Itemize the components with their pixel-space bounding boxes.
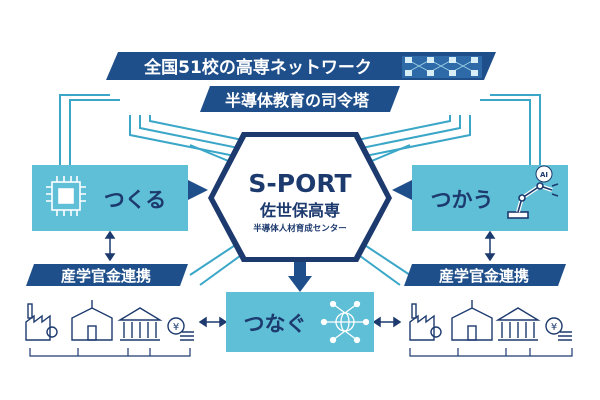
top-banner: 全国51校の高専ネットワーク 半導体教育の司令塔: [106, 52, 496, 112]
banner-line1-text: 全国51校の高専ネットワーク: [143, 57, 372, 78]
use-label: つかう: [431, 188, 494, 212]
ai-badge-icon: AI: [535, 165, 553, 183]
factory-icon: [409, 303, 442, 341]
make-label: つくる: [104, 188, 167, 212]
chip-icon: [46, 176, 86, 216]
yen-coins-icon: ¥: [545, 317, 572, 341]
center-name: 佐世保高専: [259, 201, 340, 220]
banner-line1-bg: [106, 52, 496, 80]
node-connect: つなぐ: [226, 292, 374, 352]
collab-left: 産学官金連携 ¥: [25, 264, 194, 357]
banner-line2-text: 半導体教育の司令塔: [225, 91, 370, 110]
school-icon: [451, 300, 493, 341]
collab-left-bg: [26, 264, 188, 286]
collab-right-bg: [404, 264, 566, 286]
center-subtitle: 半導体人材育成センター: [253, 223, 347, 234]
center-hexagon-inner: [214, 137, 386, 257]
japan-map-icon: [402, 56, 482, 78]
make-box: [32, 165, 188, 231]
node-use: つかう AI: [412, 165, 568, 231]
collab-right-icons: ¥: [409, 300, 572, 341]
svg-text:¥: ¥: [173, 322, 179, 333]
factory-icon: [25, 303, 58, 341]
center-title: S-PORT: [248, 169, 351, 198]
collab-right: 産学官金連携 ¥: [404, 264, 573, 357]
banner-line2-bg: [200, 86, 400, 112]
svg-text:¥: ¥: [551, 322, 557, 333]
ai-label: AI: [540, 171, 548, 179]
node-make: つくる: [32, 165, 188, 231]
yen-coins-icon: ¥: [167, 317, 194, 341]
network-globe-icon: [320, 300, 370, 344]
government-building-icon: [117, 307, 163, 341]
arrow-down: [288, 262, 312, 292]
center-hub: S-PORT 佐世保高専 半導体人材育成センター: [208, 132, 392, 262]
collab-right-label: 産学官金連携: [439, 267, 529, 285]
school-icon: [71, 300, 113, 341]
robot-arm-icon: [507, 182, 559, 219]
collab-left-label: 産学官金連携: [61, 267, 151, 285]
connect-label: つなぐ: [244, 312, 307, 336]
government-building-icon: [495, 307, 541, 341]
collab-left-icons: ¥: [25, 300, 194, 341]
